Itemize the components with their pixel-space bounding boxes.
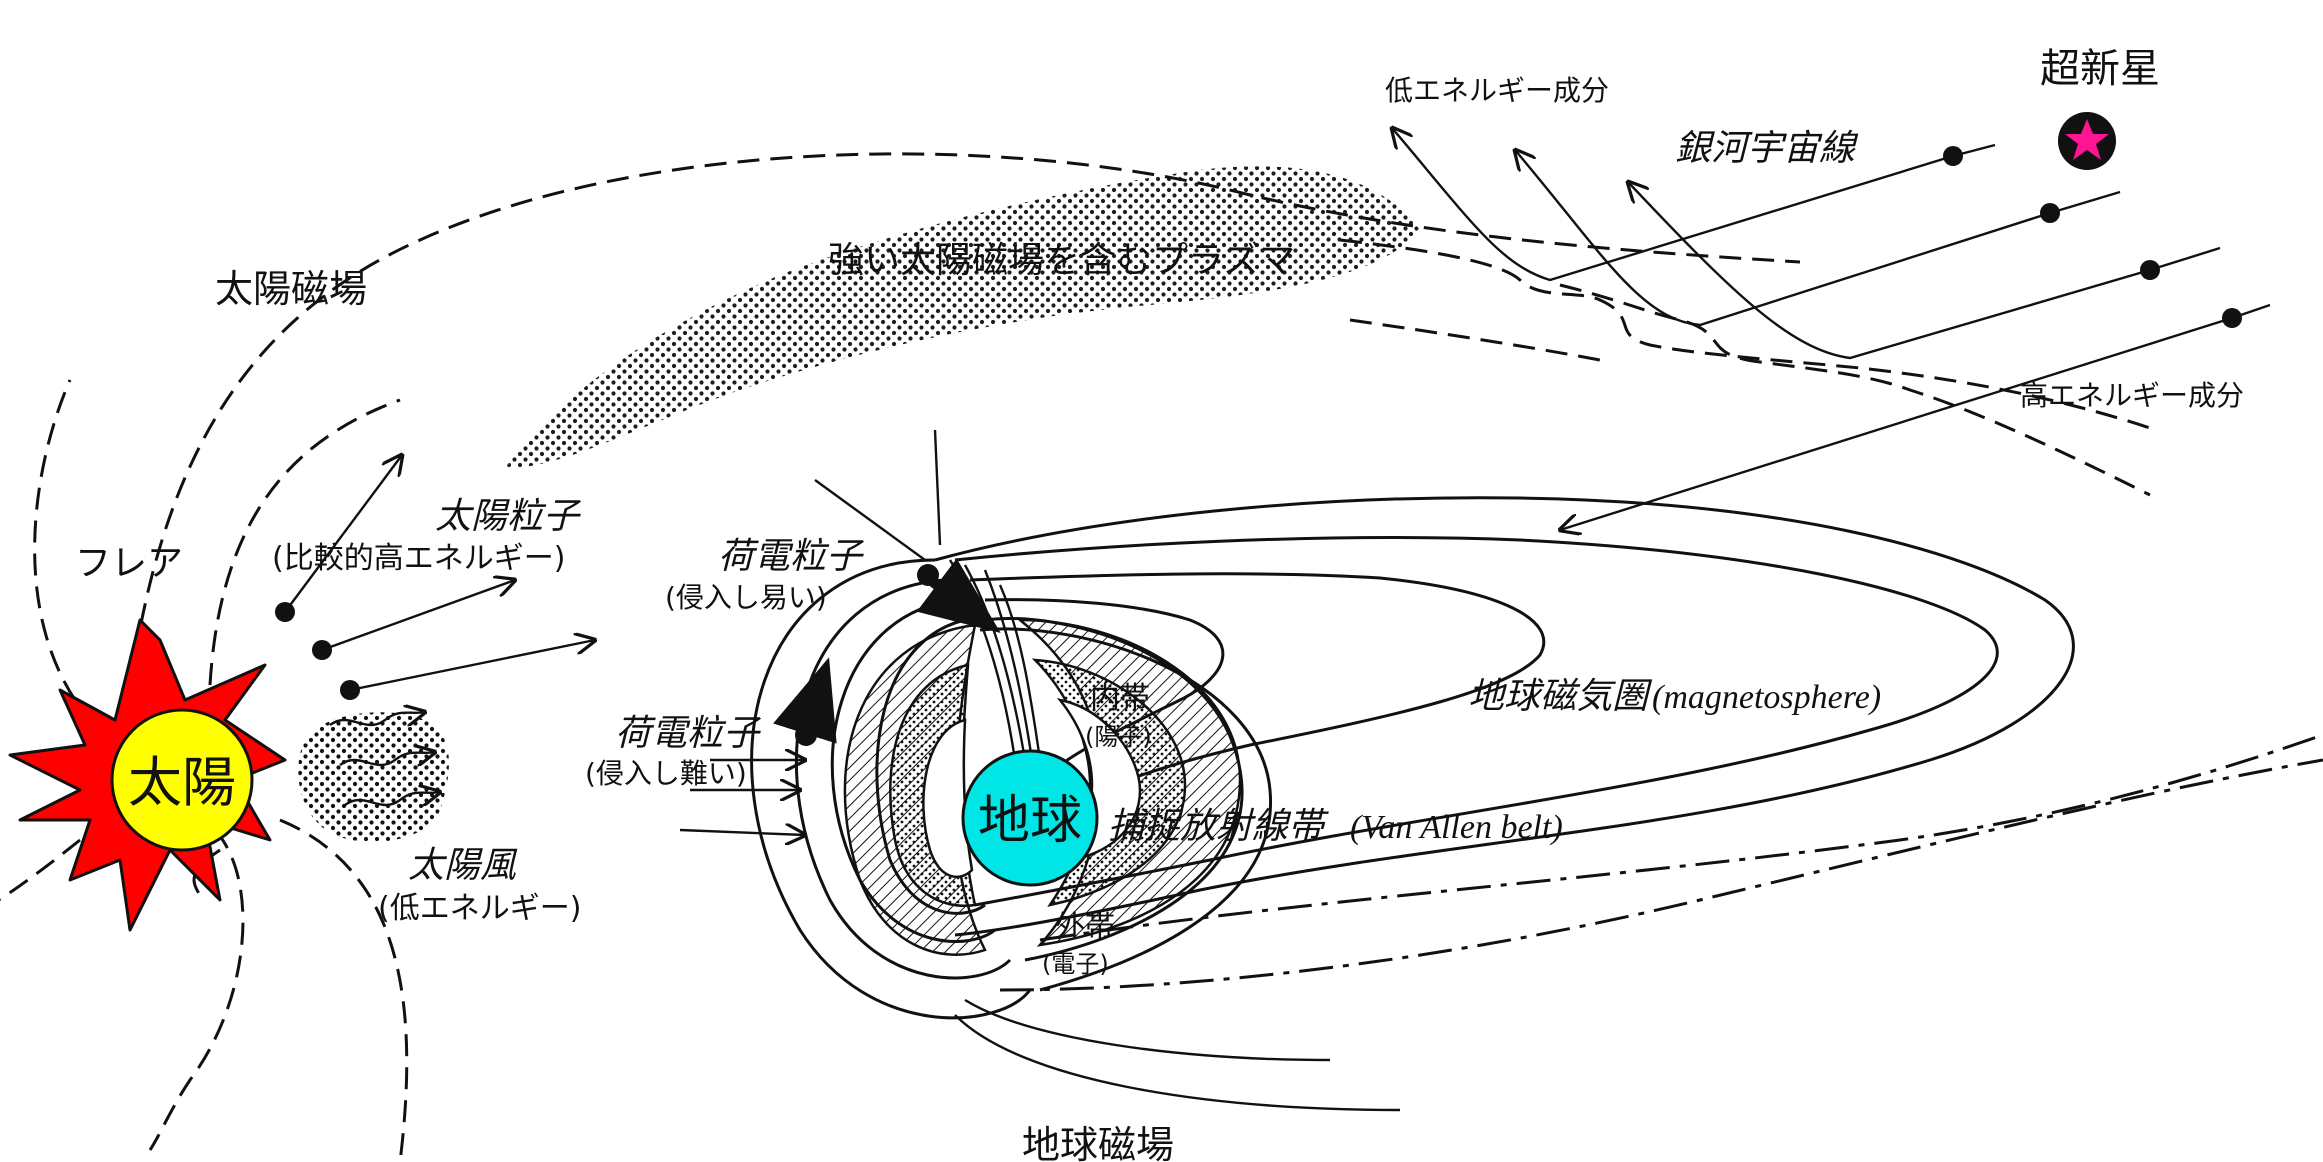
supernova [2058, 112, 2116, 170]
charged-particles-easy-label: 荷電粒子 [718, 536, 865, 577]
radiation-belt-label: 捕捉放射線帯 [1108, 806, 1329, 847]
outer-belt-note: (電子) [1042, 950, 1109, 978]
charged-particle-arrows [679, 429, 1001, 835]
galactic-cosmic-ray-paths [1392, 128, 2271, 530]
charged-particles-hard-note: (侵入し難い) [585, 757, 747, 790]
solar-magnetic-field-label: 太陽磁場 [215, 267, 367, 311]
belt-core-left [922, 718, 974, 879]
solar-wind-note: (低エネルギー) [378, 891, 581, 926]
solar-particle-arrows [275, 455, 595, 700]
magnetosphere-label: 地球磁気圏 [1468, 676, 1653, 717]
solar-wind-arrows [329, 712, 440, 805]
flare-label: フレア [75, 543, 183, 584]
solar-wind-label: 太陽風 [408, 845, 518, 886]
high-energy-label: 高エネルギー成分 [2020, 379, 2244, 412]
interplanetary-field-lines [1339, 238, 2151, 497]
solar-particles-label: 太陽粒子 [435, 496, 582, 537]
inner-belt-label: 内帯 [1090, 681, 1150, 716]
earth-magnetic-field-label: 地球磁場 [1022, 1123, 1174, 1162]
supernova-star-icon [2065, 119, 2109, 160]
plasma-label: 強い太陽磁場を含むプラズマ [828, 240, 1295, 281]
low-energy-label: 低エネルギー成分 [1385, 74, 1609, 107]
solar-magnetic-field-lines [0, 152, 1801, 1162]
magnetosphere-en-label: (magnetosphere) [1652, 679, 1881, 716]
galactic-cosmic-rays-label: 銀河宇宙線 [1675, 128, 1859, 169]
sun-group: 太陽 [8, 618, 287, 932]
supernova-label: 超新星 [2040, 46, 2160, 92]
charged-particles-easy-note: (侵入し易い) [665, 581, 827, 614]
sun-label: 太陽 [128, 751, 236, 814]
plasma-cloud [505, 166, 1420, 469]
charged-particles-hard-label: 荷電粒子 [615, 713, 762, 754]
solar-particles-note: (比較的高エネルギー) [272, 541, 565, 576]
earth-label: 地球 [978, 791, 1082, 851]
outer-belt-label: 外帯 [1055, 910, 1115, 945]
radiation-belt-en-label: (Van Allen belt) [1350, 809, 1563, 846]
inner-belt-note: (陽子) [1085, 723, 1152, 751]
earth [961, 749, 1099, 887]
van-allen-belts [843, 559, 1242, 956]
solar-wind-cloud [298, 712, 449, 842]
sun [110, 708, 254, 852]
